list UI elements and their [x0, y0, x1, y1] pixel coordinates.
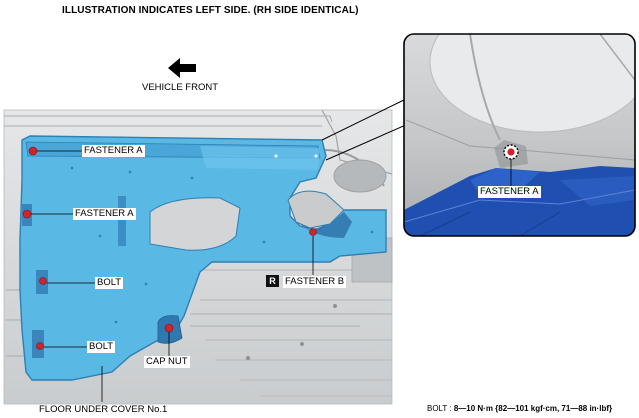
torque-spec-value: 8—10 N·m {82—101 kgf·cm, 71—88 in·lbf}: [453, 404, 613, 413]
fastener-a-mid-marker: [22, 209, 32, 219]
magnification-connector: [321, 97, 409, 161]
fastener-a-upper-marker: [28, 146, 38, 156]
illustration-note: ILLUSTRATION INDICATES LEFT SIDE. (RH SI…: [62, 5, 359, 16]
bolt-lower-marker: [36, 342, 44, 350]
fastener-b-marker: [309, 228, 317, 236]
callout-fastener-a-upper: FASTENER A: [82, 145, 145, 157]
part-name-label: FLOOR UNDER COVER No.1: [39, 404, 168, 415]
leader-lines: [31, 150, 314, 402]
arrow-left-icon: [168, 58, 196, 78]
torque-spec-separator: :: [447, 404, 454, 413]
torque-spec: BOLT : 8—10 N·m {82—101 kgf·cm, 71—88 in…: [427, 404, 612, 413]
callout-fastener-b: FASTENER B: [283, 276, 347, 288]
cap-nut-marker: [164, 323, 174, 333]
callout-cap-nut: CAP NUT: [144, 356, 190, 368]
bolt-upper-marker: [39, 277, 47, 285]
torque-spec-label: BOLT: [427, 404, 448, 413]
vehicle-front-label: VEHICLE FRONT: [142, 82, 219, 93]
fastener-markers: [22, 146, 317, 350]
callout-bolt-upper: BOLT: [95, 277, 124, 289]
callout-inset-fastener-a: FASTENER A: [478, 186, 541, 198]
callout-bolt-lower: BOLT: [87, 341, 116, 353]
callout-fastener-a-mid: FASTENER A: [73, 208, 136, 220]
reusable-part-badge: R: [266, 275, 279, 287]
inset-detail: [403, 33, 636, 237]
